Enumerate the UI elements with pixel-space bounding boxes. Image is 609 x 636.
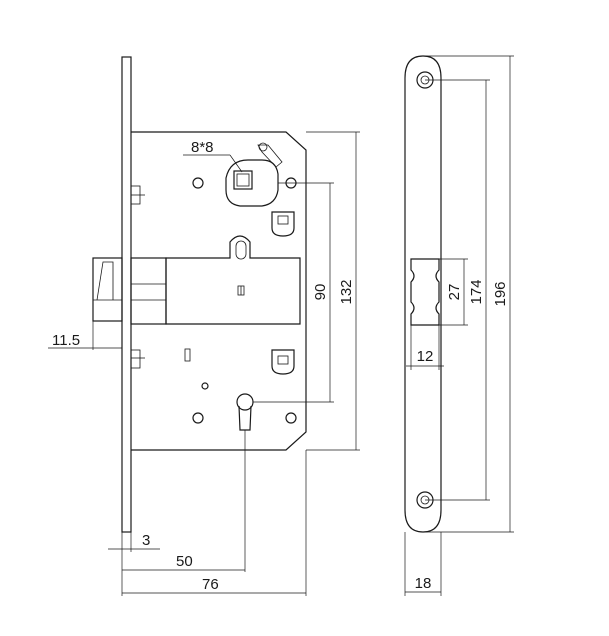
dim-faceplate-thickness: 3	[108, 532, 160, 550]
faceplate-tab-bottom	[130, 349, 141, 369]
dim-backset-offset: 11.5	[48, 321, 123, 350]
dim-strike-height: 196	[423, 55, 514, 533]
mount-tab-lower	[271, 349, 295, 375]
mount-tab-upper	[271, 211, 295, 237]
deadlock-pin	[184, 348, 191, 362]
dim-follower-to-keyhole: 90	[253, 182, 334, 403]
dim-screw-hole-spacing: 174	[425, 79, 490, 501]
dim-latch-window-height: 27	[439, 258, 468, 326]
dim-screw-hole-spacing-label: 174	[468, 279, 485, 304]
dim-strike-width-label: 18	[415, 575, 432, 592]
dim-square-spindle-label: 8*8	[191, 139, 214, 156]
dim-case-depth: 76	[122, 576, 306, 594]
dim-case-height-label: 132	[338, 279, 355, 304]
dim-faceplate-thickness-label: 3	[142, 532, 150, 549]
rivet-3	[201, 382, 209, 390]
dim-square-spindle: 8*8	[183, 139, 243, 173]
rivet-4	[192, 412, 204, 424]
lock-case	[131, 131, 307, 451]
dim-latch-window-width-label: 12	[417, 348, 434, 365]
dim-follower-to-keyhole-label: 90	[312, 284, 329, 301]
faceplate	[121, 56, 132, 533]
latch-carrier	[165, 235, 301, 325]
rivet-5	[285, 412, 297, 424]
latch-bolt	[92, 257, 167, 325]
lock-body	[92, 56, 307, 533]
dim-backset-label: 50	[176, 553, 193, 570]
latch-window	[410, 258, 440, 326]
dim-backset-offset-label: 11.5	[52, 332, 80, 349]
rivet-1	[192, 177, 204, 189]
dim-case-height: 132	[306, 131, 360, 451]
dim-case-depth-label: 76	[202, 576, 219, 593]
strike-plate-outline	[404, 55, 442, 533]
top-slot	[257, 144, 283, 168]
dim-latch-window-width: 12	[406, 325, 444, 370]
follower	[225, 159, 279, 207]
dim-strike-width: 18	[404, 532, 442, 596]
strike-plate	[404, 55, 442, 533]
dim-latch-window-height-label: 27	[446, 284, 463, 301]
carrier-slot	[235, 240, 247, 260]
square-spindle-hole	[233, 170, 253, 190]
dim-backset: 50	[122, 553, 245, 571]
keyhole	[236, 393, 254, 431]
dim-strike-height-label: 196	[492, 281, 509, 306]
